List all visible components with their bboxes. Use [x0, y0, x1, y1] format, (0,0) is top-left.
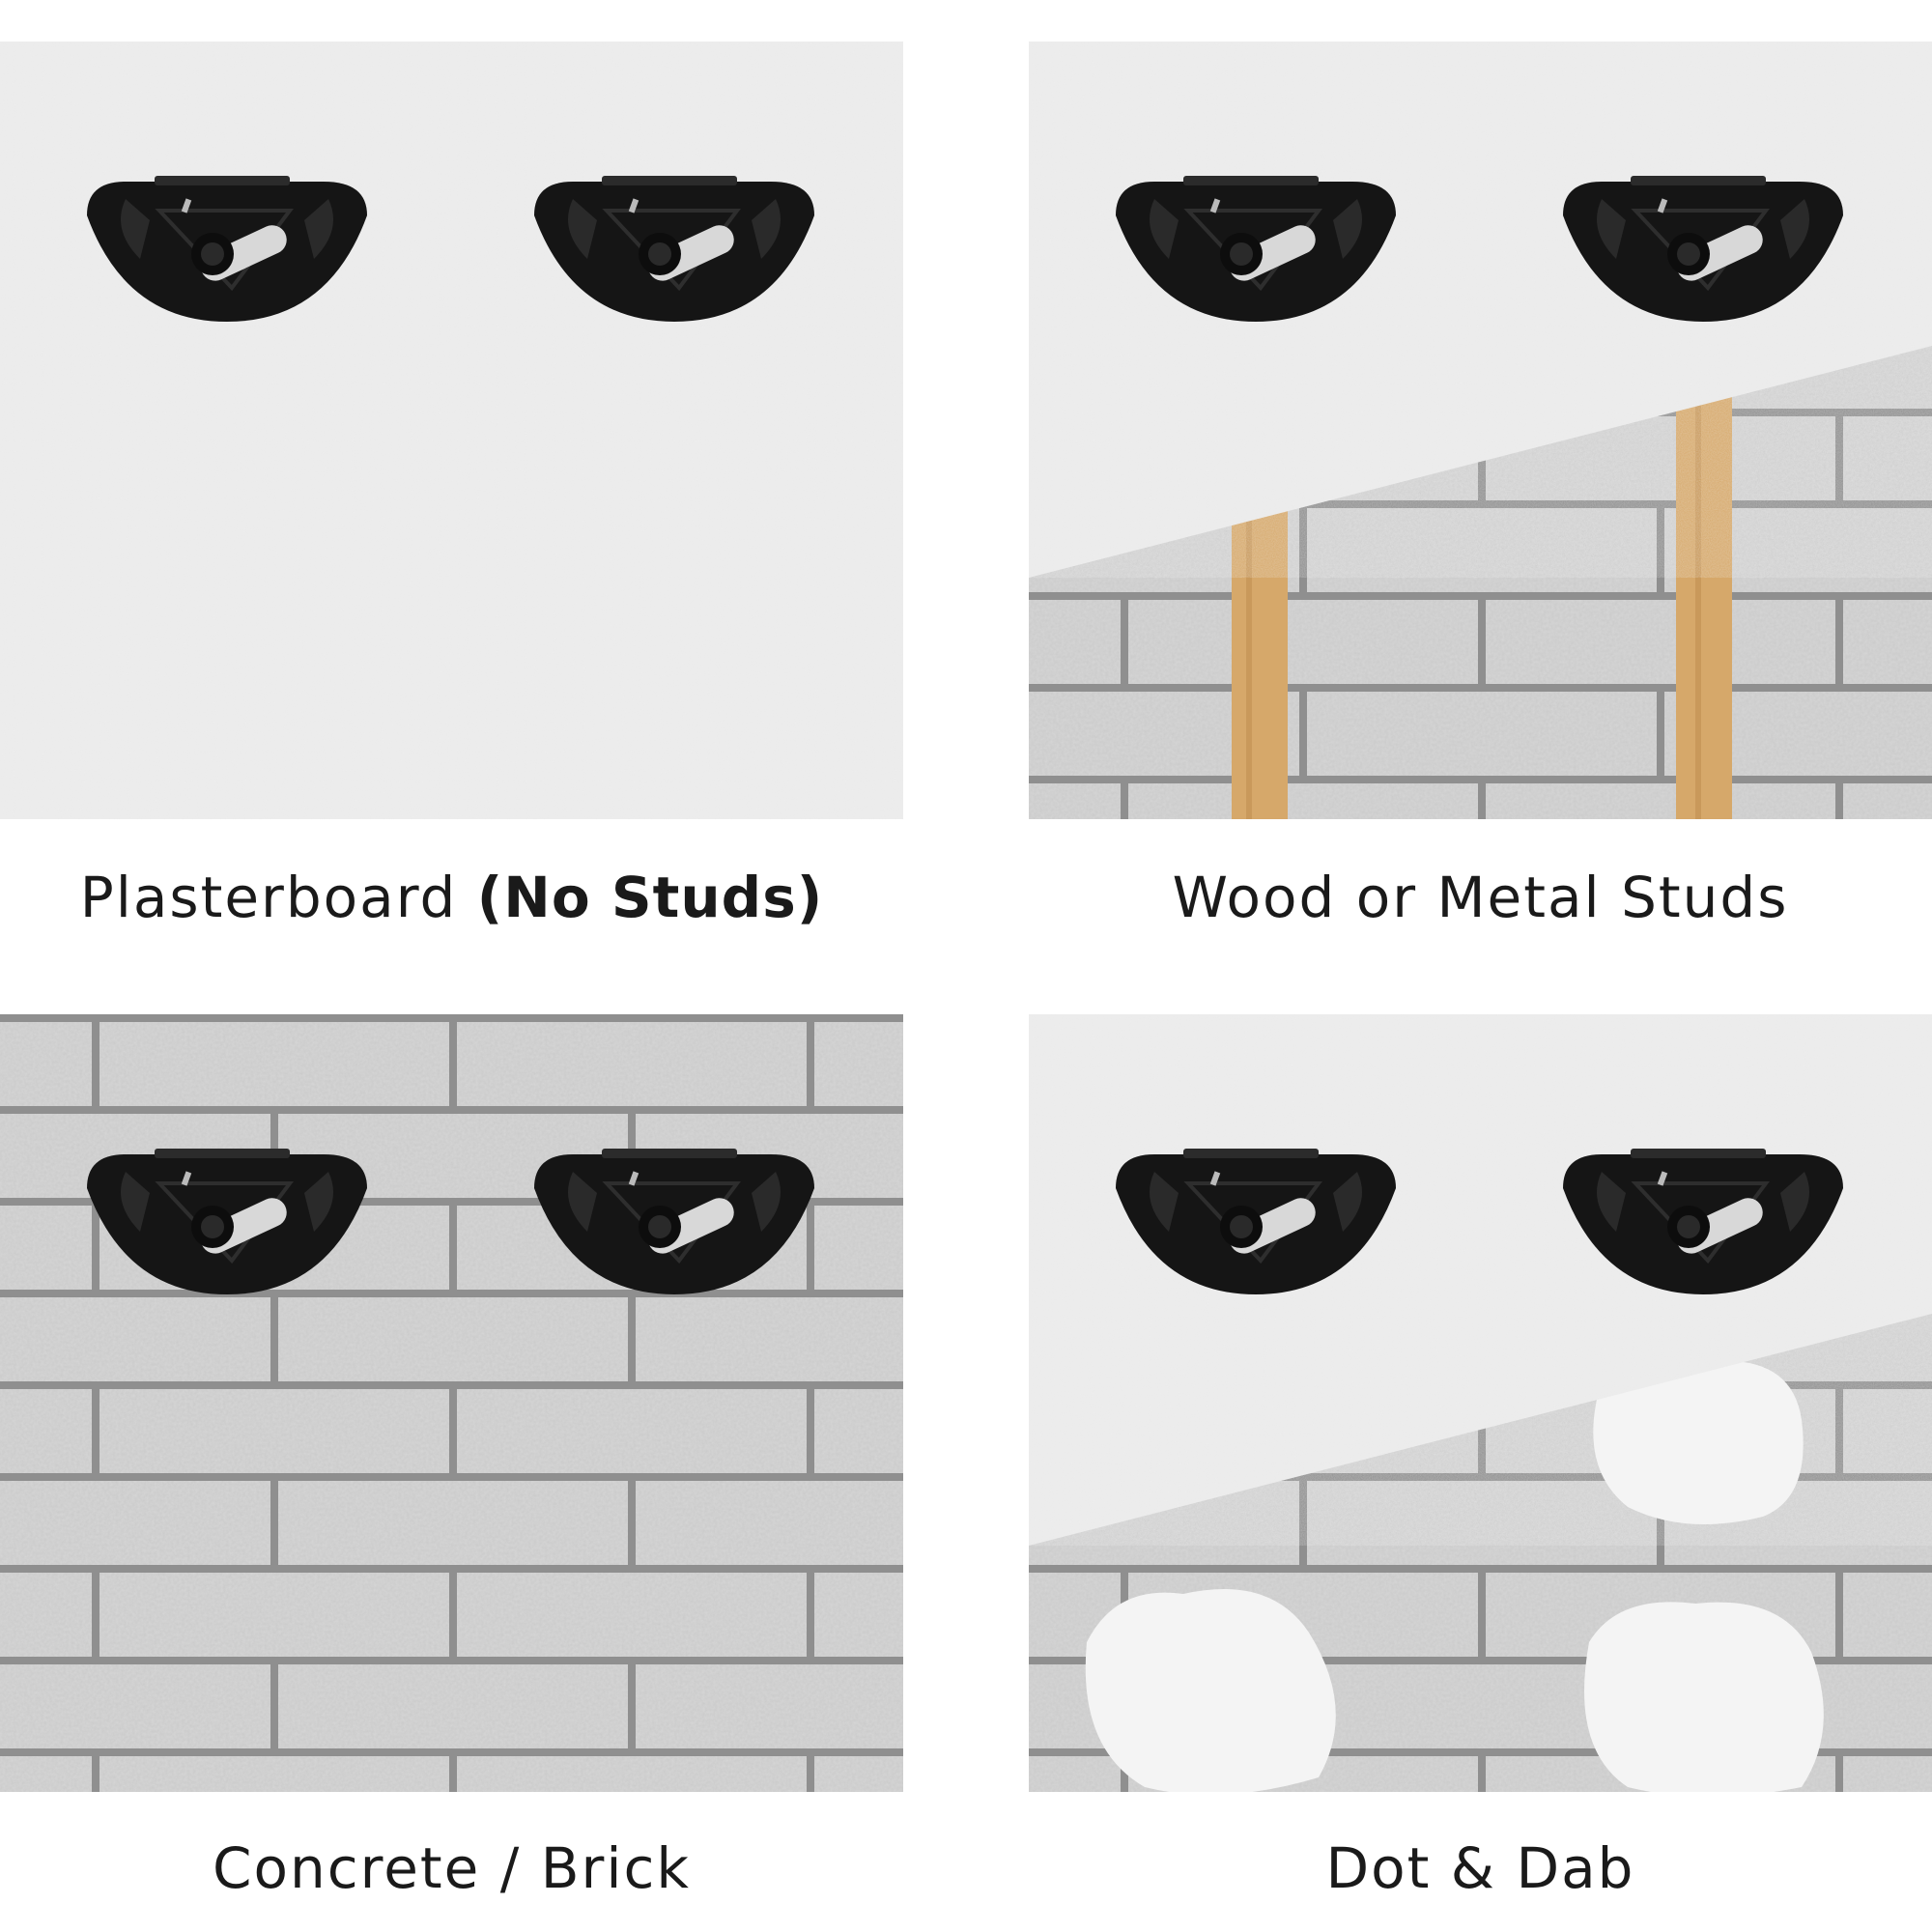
panel-plasterboard: [0, 42, 903, 819]
panel-concrete: [0, 1014, 903, 1792]
caption-studs: Wood or Metal Studs: [1172, 865, 1789, 930]
panel-dotdab: [1029, 1014, 1932, 1792]
panel-studs: [1029, 42, 1932, 819]
dotdab-wall-image: [1029, 1014, 1932, 1792]
adhesive-dab: [1085, 1589, 1336, 1792]
plasterboard-wall-image: [0, 42, 903, 819]
caption-dotdab: Dot & Dab: [1325, 1835, 1635, 1901]
adhesive-dab: [1584, 1602, 1824, 1792]
caption-concrete: Concrete / Brick: [213, 1835, 691, 1901]
wood-stud-right: [1676, 360, 1732, 819]
caption-plasterboard: Plasterboard (No Studs): [79, 865, 824, 930]
concrete-wall-image: [0, 1014, 903, 1792]
studs-wall-image: [1029, 42, 1932, 819]
adhesive-dab: [1593, 1360, 1804, 1524]
wood-stud-left: [1232, 467, 1288, 819]
